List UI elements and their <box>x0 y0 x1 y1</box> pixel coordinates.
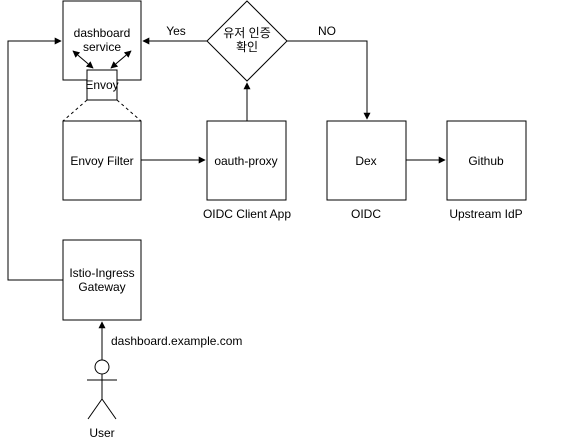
istio-gateway-label-line2: Gateway <box>78 280 125 294</box>
envoy-filter-node: Envoy Filter <box>62 120 142 201</box>
dashboard-service-node: dashboard service <box>62 0 142 81</box>
github-node: Github <box>446 120 527 201</box>
oidc-caption: OIDC <box>351 207 381 221</box>
yes-edge-label: Yes <box>166 24 186 38</box>
oidc-client-app-caption: OIDC Client App <box>203 207 291 221</box>
envoy-label: Envoy <box>85 78 118 92</box>
edge-gateway-to-dashboard <box>7 37 63 281</box>
envoy-filter-dashed-left <box>62 99 88 122</box>
url-caption: dashboard.example.com <box>111 334 242 348</box>
edge-dashboard-envoy-left <box>72 50 94 69</box>
dashboard-service-label-line1: dashboard <box>74 26 131 40</box>
user-actor-icon <box>87 359 117 420</box>
istio-gateway-label-line1: Istio-Ingress <box>69 266 134 280</box>
no-edge-label: NO <box>318 24 336 38</box>
edge-decision-no-to-dex <box>287 40 371 120</box>
github-label: Github <box>468 154 504 168</box>
envoy-filter-label: Envoy Filter <box>70 154 133 168</box>
decision-label-line1: 유저 인증 <box>223 26 271 40</box>
envoy-filter-dashed-right <box>116 99 142 122</box>
dex-node: Dex <box>326 120 407 201</box>
dex-label: Dex <box>355 154 376 168</box>
envoy-node: Envoy <box>85 69 119 101</box>
oauth-proxy-label: oauth-proxy <box>214 154 277 168</box>
edge-dashboard-envoy-right <box>110 50 132 69</box>
oauth-proxy-node: oauth-proxy <box>206 120 287 201</box>
decision-label-line2: 확인 <box>236 40 258 54</box>
user-auth-decision-node: 유저 인증 확인 <box>206 0 288 82</box>
upstream-idp-caption: Upstream IdP <box>449 207 522 221</box>
istio-gateway-node: Istio-Ingress Gateway <box>62 239 142 321</box>
user-label: User <box>89 426 114 440</box>
dashboard-service-label-line2: service <box>83 40 121 54</box>
